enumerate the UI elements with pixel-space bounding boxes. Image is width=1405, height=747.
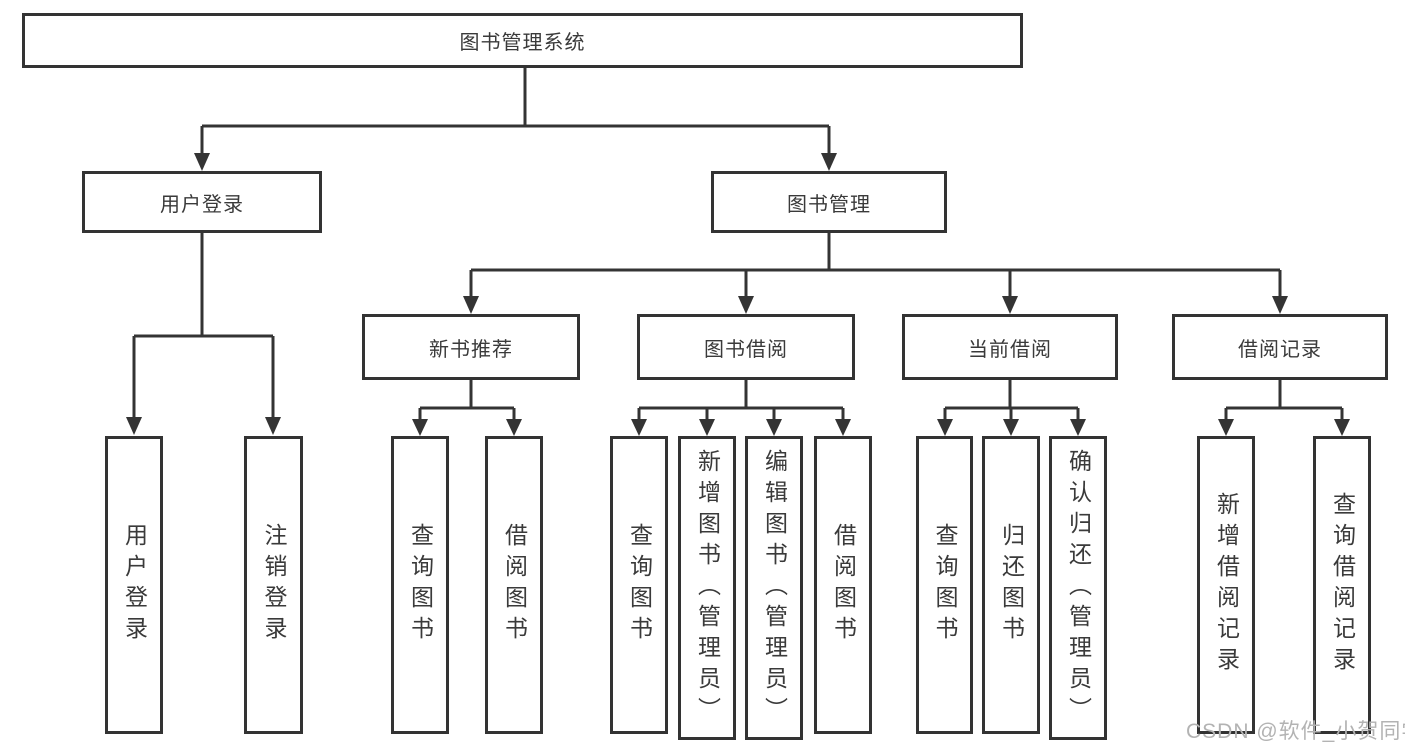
leaf-cb-query-books: 查询图书 [916, 436, 973, 734]
arrowhead [1218, 419, 1234, 436]
node-new-book-recommend: 新书推荐 [362, 314, 580, 380]
node-book-management: 图书管理 [711, 171, 947, 233]
leaf-cb-return-books: 归还图书 [982, 436, 1040, 734]
csdn-watermark: CSDN @软件_小贺同学 [1186, 720, 1405, 743]
arrowhead [631, 419, 647, 436]
arrowhead [835, 419, 851, 436]
arrowhead [126, 417, 142, 435]
node-book-borrow: 图书借阅 [637, 314, 855, 380]
leaf-logout: 注销登录 [244, 436, 303, 734]
arrowhead [463, 296, 479, 314]
leaf-bb-add-books-admin: 新增图书（管理员） [678, 436, 736, 740]
arrowhead [766, 419, 782, 436]
arrowhead [1334, 419, 1350, 436]
connector-user-login-branch [126, 233, 281, 435]
arrowhead [821, 153, 837, 171]
leaf-nbr-borrow-books: 借阅图书 [485, 436, 543, 734]
arrowhead [506, 419, 522, 436]
node-borrow-records: 借阅记录 [1172, 314, 1388, 380]
node-user-login: 用户登录 [82, 171, 322, 233]
connector-book-borrow-branch [631, 380, 851, 436]
arrowhead [937, 419, 953, 436]
node-current-borrow: 当前借阅 [902, 314, 1118, 380]
leaf-br-add-record: 新增借阅记录 [1197, 436, 1255, 734]
leaf-cb-confirm-return-admin: 确认归还（管理员） [1049, 436, 1107, 740]
arrowhead [1002, 296, 1018, 314]
connector-new-book-recommend-branch [412, 380, 522, 436]
leaf-bb-borrow-books: 借阅图书 [814, 436, 872, 734]
leaf-bb-edit-books-admin: 编辑图书（管理员） [745, 436, 803, 740]
leaf-bb-query-books: 查询图书 [610, 436, 668, 734]
connector-book-management-branch [463, 233, 1288, 314]
arrowhead [1272, 296, 1288, 314]
arrowhead [265, 417, 281, 435]
leaf-user-login: 用户登录 [105, 436, 163, 734]
arrowhead [738, 296, 754, 314]
connector-borrow-records-branch [1218, 380, 1350, 436]
connector-root-branch [194, 68, 837, 171]
arrowhead [1070, 419, 1086, 436]
arrowhead [1003, 419, 1019, 436]
leaf-nbr-query-books: 查询图书 [391, 436, 449, 734]
leaf-br-query-record: 查询借阅记录 [1313, 436, 1371, 734]
arrowhead [412, 419, 428, 436]
connector-current-borrow-branch [937, 380, 1086, 436]
arrowhead [699, 419, 715, 436]
node-root-library-system: 图书管理系统 [22, 13, 1023, 68]
arrowhead [194, 153, 210, 171]
